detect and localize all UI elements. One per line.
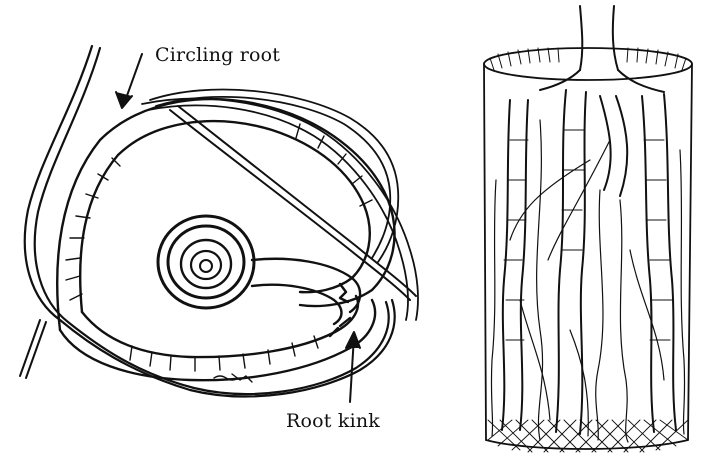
thick-roots [502,90,676,434]
container-outline [484,48,692,449]
circling-root-arrow [116,54,142,108]
trunk-cross-section [158,216,254,308]
circling-root-label: Circling root [155,44,280,66]
root-stub [20,320,46,378]
thin-roots [491,120,684,442]
root-kink-label: Root kink [286,410,380,432]
circling-root-band [57,99,394,380]
root-kink-shape [252,259,360,336]
pot-bound-roots-drawing [484,6,692,452]
circling-root-drawing [20,46,418,402]
